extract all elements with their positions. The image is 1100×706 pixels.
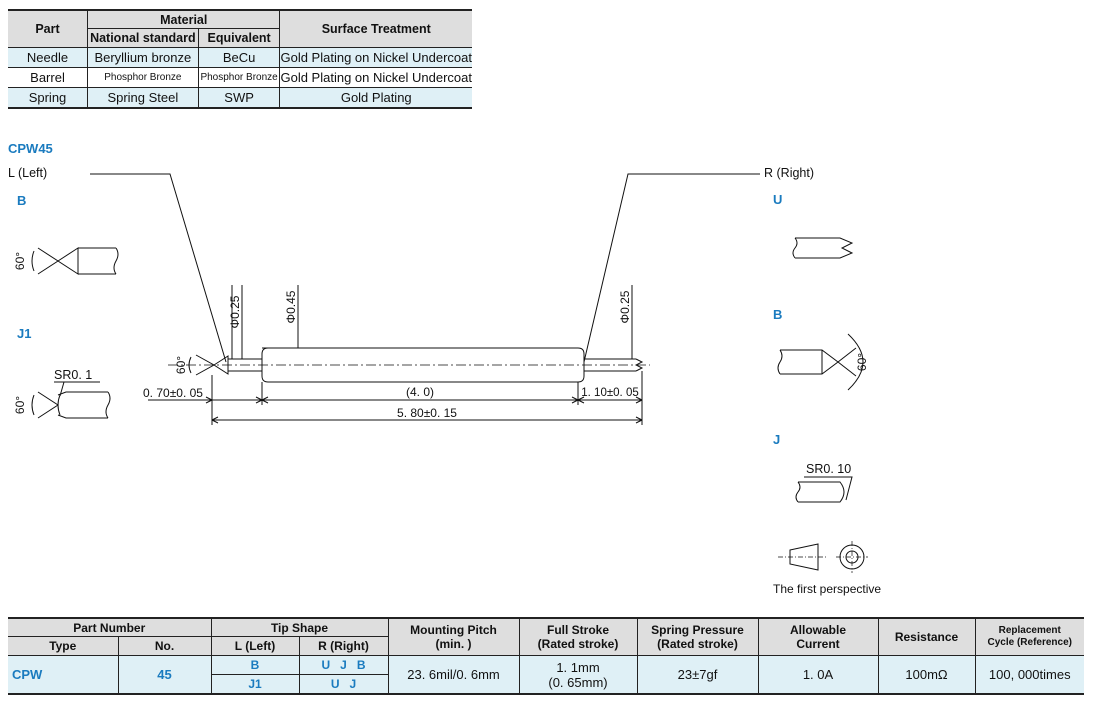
header-part-number: Part Number [8,617,212,637]
header-surface-treatment: Surface Treatment [279,9,472,48]
dimension-middle: (4. 0) [406,385,434,399]
probe-drawing: CPW45 L (Left) R (Right) B J1 U B J [0,130,1100,610]
header-equivalent: Equivalent [197,28,280,48]
cell-national: Beryllium bronze [87,47,199,68]
header-spring-pressure: Spring Pressure (Rated stroke) [636,617,759,656]
tip-code: J [349,677,357,691]
header-spring-pressure-sub: (Rated stroke) [657,637,738,651]
header-mounting-pitch-label: Mounting Pitch [410,623,497,637]
header-replacement-cycle: Replacement Cycle (Reference) [974,617,1084,656]
header-national-standard: National standard [87,28,199,48]
header-tip-shape: Tip Shape [210,617,389,637]
dimension-right: 1. 10±0. 05 [581,387,638,399]
cell-surface: Gold Plating [279,87,472,109]
header-part: Part [8,9,88,48]
header-type: Type [8,636,119,656]
sr-left-label: SR0. 1 [54,368,92,382]
tip-code: J [340,658,347,672]
header-replacement-label: Replacement [998,625,1061,636]
header-full-stroke: Full Stroke (Rated stroke) [518,617,638,656]
tip-right-j-title: J [773,432,781,447]
material-table: Part Material Surface Treatment National… [8,9,472,109]
diameter-label-1: Φ0.25 [228,295,242,328]
tip-right-u-title: U [773,192,783,207]
model-title: CPW45 [8,141,53,156]
header-left: L (Left) [210,636,300,656]
header-mounting-pitch: Mounting Pitch (min. ) [387,617,520,656]
header-no: No. [117,636,212,656]
cell-replacement: 100, 000times [974,655,1084,695]
cell-national: Phosphor Bronze [87,67,199,88]
tip-left-j1-title: J1 [17,326,32,341]
cell-surface: Gold Plating on Nickel Undercoat [279,47,472,68]
cell-equivalent: SWP [197,87,281,109]
header-mounting-pitch-sub: (min. ) [435,637,472,651]
left-label: L (Left) [8,166,48,180]
dimension-left: 0. 70±0. 05 [143,386,203,400]
cell-left-tip-1: B [210,655,300,675]
cell-equivalent: BeCu [197,47,281,68]
cell-full-stroke: 1. 1mm (0. 65mm) [518,655,638,695]
cell-part: Spring [8,87,88,109]
header-replacement-sub: Cycle (Reference) [987,637,1072,648]
diameter-label-2: Φ0.45 [284,290,298,323]
spec-table: Part Number Tip Shape Mounting Pitch (mi… [8,617,1084,695]
angle-label: 60° [13,252,27,270]
cell-surface: Gold Plating on Nickel Undercoat [279,67,472,88]
angle-label: 60° [855,353,869,371]
sr-right-label: SR0. 10 [806,462,851,476]
cell-full-stroke-value: 1. 1mm [556,659,600,675]
drawing-lines: 60° 60° 60° 60° SR0. 1 SR0. 10 Φ0.25 Φ0.… [13,173,881,596]
table-row: Spring Spring Steel SWP Gold Plating [8,87,472,109]
header-full-stroke-label: Full Stroke [546,623,609,637]
header-allowable-current: Allowable Current [757,617,879,656]
angle-label: 60° [174,356,188,374]
cell-no: 45 [117,655,212,695]
cell-equivalent: Phosphor Bronze [197,67,281,88]
tip-left-b-title: B [17,193,27,208]
cell-spring-pressure: 23±7gf [636,655,759,695]
header-resistance: Resistance [877,617,976,656]
cell-national: Spring Steel [87,87,199,109]
angle-label: 60° [13,396,27,414]
cell-mounting-pitch: 23. 6mil/0. 6mm [387,655,520,695]
header-right: R (Right) [298,636,388,656]
header-spring-pressure-label: Spring Pressure [651,623,744,637]
table-row: Needle Beryllium bronze BeCu Gold Platin… [8,47,472,68]
cell-full-stroke-rated: (0. 65mm) [548,674,608,690]
table-row: Barrel Phosphor Bronze Phosphor Bronze G… [8,67,472,88]
cell-part: Needle [8,47,88,68]
perspective-label: The first perspective [773,582,881,596]
header-material: Material [86,9,281,29]
right-label: R (Right) [764,166,815,180]
cell-left-tip-2: J1 [211,674,300,695]
header-allowable-label: Allowable [789,623,846,637]
header-full-stroke-sub: (Rated stroke) [537,637,619,651]
dimension-total: 5. 80±0. 15 [397,406,457,420]
cell-resistance: 100mΩ [877,655,976,695]
tip-code: U [321,658,331,672]
cell-current: 1. 0A [757,655,879,695]
diameter-label-3: Φ0.25 [618,290,632,323]
tip-code: U [330,677,340,691]
header-allowable-sub: Current [796,637,840,651]
cell-part: Barrel [8,67,88,88]
tip-code: B [356,658,366,672]
tip-right-b-title: B [773,307,783,322]
cell-type: CPW [8,655,119,695]
